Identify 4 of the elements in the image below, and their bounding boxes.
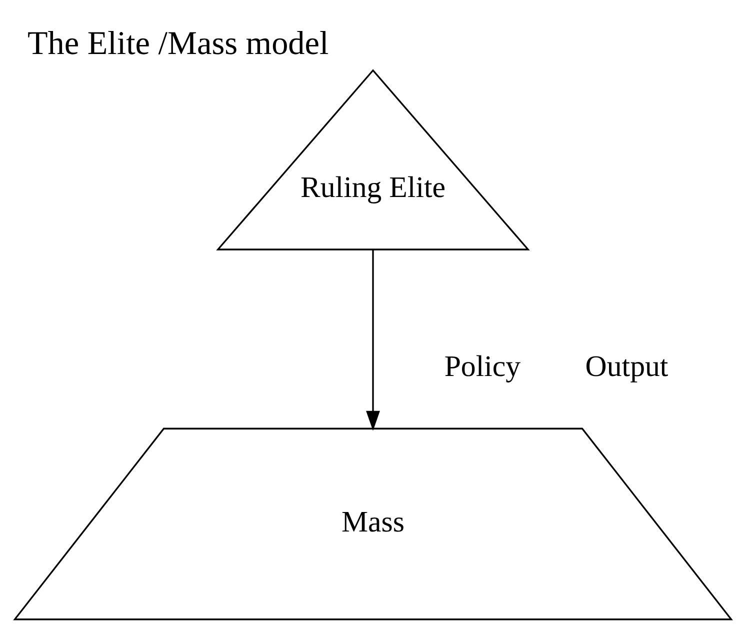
label: Policy <box>444 350 521 383</box>
arrow <box>366 249 380 430</box>
label: Output <box>585 350 668 383</box>
diagram-title: The Elite /Mass model <box>28 24 329 62</box>
